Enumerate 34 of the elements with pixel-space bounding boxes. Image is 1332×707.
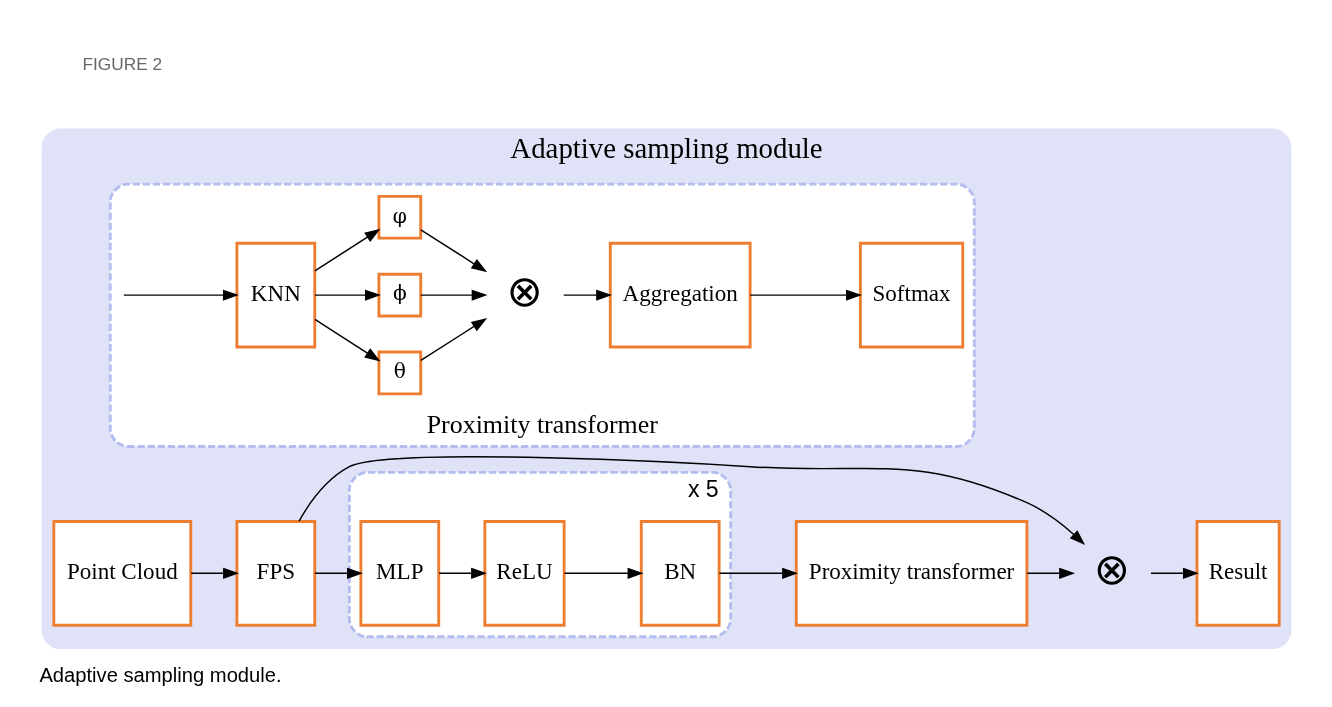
node-box: FPS bbox=[234, 520, 316, 627]
node-box: ϕ bbox=[376, 272, 422, 318]
node-box: Result bbox=[1195, 520, 1281, 627]
arrow bbox=[718, 567, 798, 579]
arrow bbox=[563, 567, 643, 579]
node-box: Proximity transformer bbox=[794, 520, 1028, 627]
arrow bbox=[1149, 567, 1199, 579]
node-box: Aggregation bbox=[608, 241, 752, 349]
arrow bbox=[562, 289, 612, 301]
node-box: MLP bbox=[358, 520, 440, 627]
arrow bbox=[189, 567, 239, 579]
arrow bbox=[313, 228, 381, 272]
node-box: BN bbox=[639, 520, 721, 627]
arrow bbox=[122, 289, 239, 301]
node-box: ReLU bbox=[482, 520, 566, 627]
arrow bbox=[749, 289, 862, 301]
node-box: KNN bbox=[234, 241, 316, 349]
node-text: ⊗ bbox=[505, 265, 543, 316]
arrow bbox=[297, 456, 1085, 546]
node-box: θ bbox=[376, 350, 422, 396]
arrow bbox=[313, 318, 381, 362]
caption: Adaptive sampling module. bbox=[38, 663, 282, 686]
arrow bbox=[313, 289, 381, 301]
arrow bbox=[419, 229, 487, 273]
label: FIGURE 2 bbox=[81, 54, 162, 75]
node-box: Softmax bbox=[858, 241, 964, 349]
arrow bbox=[419, 318, 487, 362]
arrow bbox=[437, 567, 487, 579]
arrow bbox=[313, 567, 363, 579]
node-box: Point Cloud bbox=[51, 520, 192, 627]
arrow bbox=[419, 289, 488, 301]
node-box: φ bbox=[376, 194, 422, 240]
node-text: ⊗ bbox=[1093, 544, 1130, 595]
arrow bbox=[1026, 567, 1075, 579]
